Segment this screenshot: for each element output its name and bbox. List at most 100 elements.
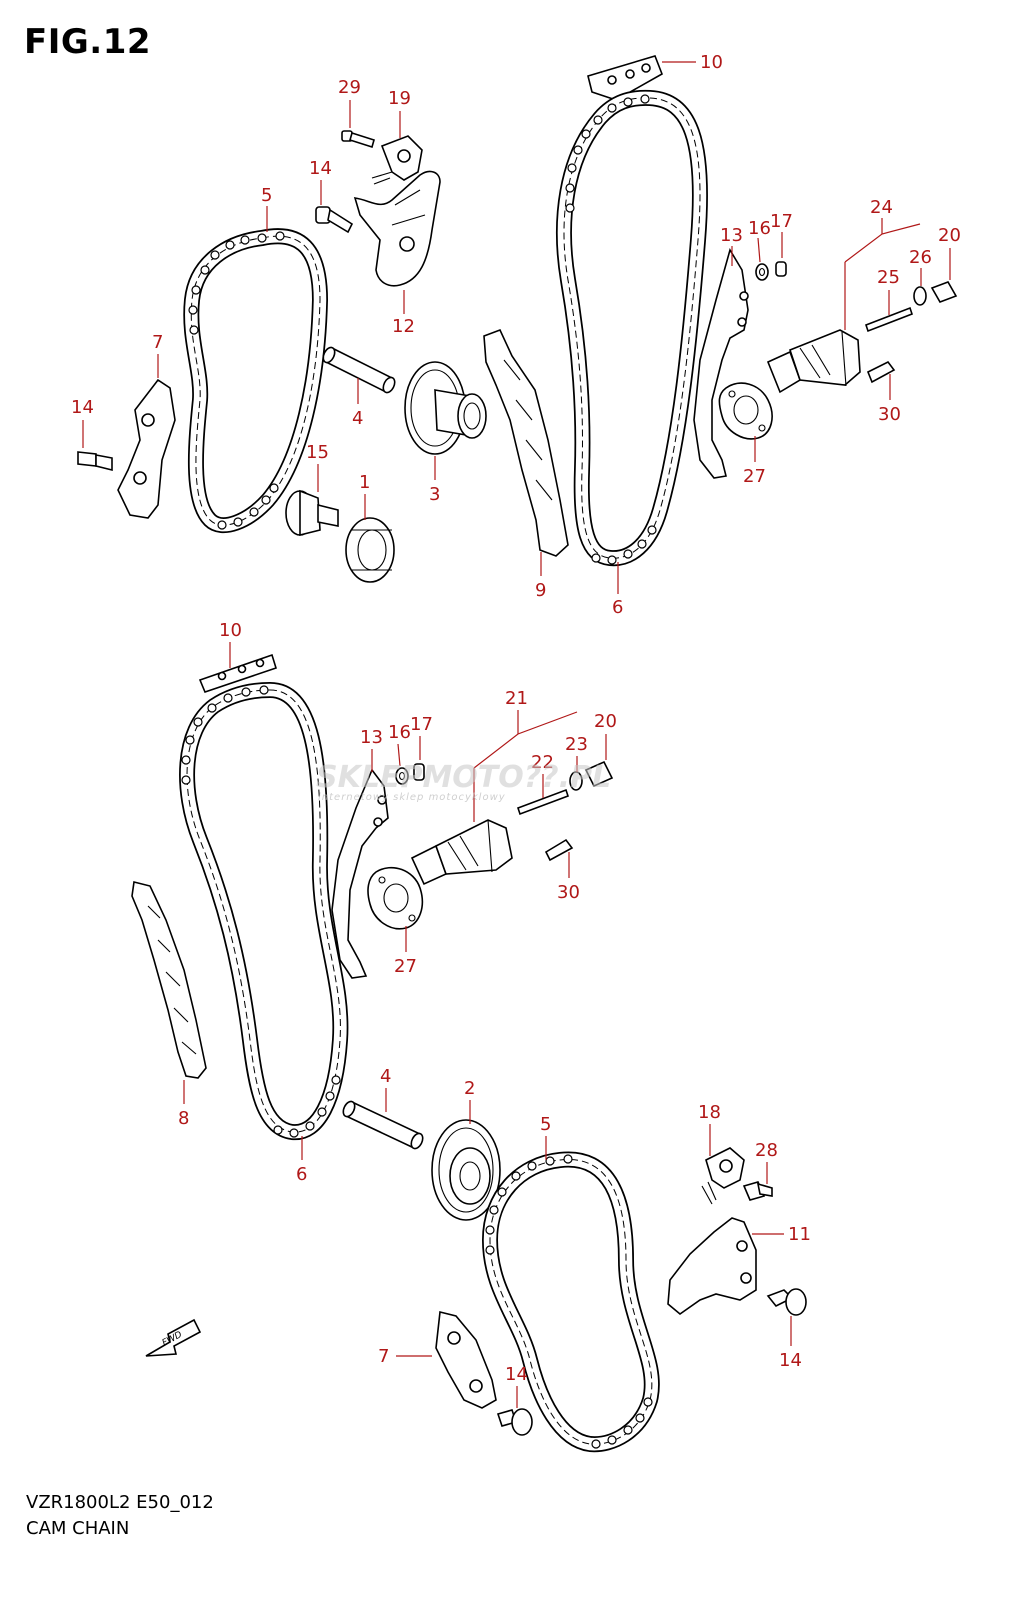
pin-4-lower-icon	[342, 1100, 424, 1150]
chain-tensioner-19-icon	[371, 135, 423, 185]
chain-guide-7-lower-icon	[435, 1311, 497, 1409]
callout-27-lower: 27	[394, 926, 417, 977]
chain-guide-10-lower-icon	[198, 653, 277, 693]
bolt-20-lower-icon	[584, 760, 614, 788]
chain-guide-9-icon	[483, 328, 569, 557]
callout-16-upper: 16	[748, 218, 771, 263]
bolt-14-left-icon	[77, 451, 113, 472]
callout-14-left: 14	[71, 397, 94, 448]
svg-text:13: 13	[720, 225, 743, 246]
svg-text:20: 20	[594, 711, 617, 732]
figure-title: FIG.12	[24, 22, 152, 62]
callout-30-upper: 30	[878, 374, 901, 425]
svg-text:10: 10	[700, 52, 723, 73]
cam-chain-5-upper	[183, 228, 328, 534]
svg-text:12: 12	[392, 316, 415, 337]
callout-25: 25	[877, 267, 900, 315]
chain-guide-8-icon	[131, 881, 207, 1079]
svg-text:24: 24	[870, 197, 893, 218]
svg-text:23: 23	[565, 734, 588, 755]
svg-text:16: 16	[748, 218, 771, 239]
svg-text:4: 4	[380, 1066, 391, 1087]
svg-text:16: 16	[388, 722, 411, 743]
callout-28: 28	[755, 1140, 778, 1184]
section-name: CAM CHAIN	[26, 1518, 130, 1539]
bolt-14-bottom-icon	[496, 1408, 533, 1436]
svg-text:7: 7	[378, 1346, 389, 1367]
svg-text:10: 10	[219, 620, 242, 641]
callout-14-bottom: 14	[505, 1364, 528, 1408]
spring-rod-25-icon	[864, 306, 914, 333]
chain-guide-12-icon	[353, 170, 441, 287]
cam-chain-tensioner-21-icon	[410, 819, 513, 886]
plug-17-lower-icon	[413, 763, 425, 781]
svg-text:17: 17	[770, 211, 793, 232]
bolt-14-upper-icon	[315, 206, 354, 234]
callout-12: 12	[392, 290, 415, 337]
bolt-29-icon	[341, 130, 375, 149]
spring-rod-22-icon	[516, 788, 570, 816]
cam-chain-tensioner-24-icon	[766, 329, 861, 394]
svg-text:11: 11	[788, 1224, 811, 1245]
callout-3: 3	[429, 456, 440, 505]
bolt-30-upper-icon	[866, 360, 896, 384]
callout-14-right: 14	[779, 1316, 802, 1371]
gasket-27-lower-icon	[367, 866, 424, 930]
callout-10-upper: 10	[662, 52, 723, 73]
figure-footer: VZR1800L2 E50_012 CAM CHAIN	[26, 1490, 214, 1542]
washer-26-icon	[913, 286, 927, 306]
washer-23-icon	[569, 771, 583, 791]
svg-text:22: 22	[531, 752, 554, 773]
svg-text:20: 20	[938, 225, 961, 246]
svg-text:27: 27	[743, 466, 766, 487]
callout-5-upper: 5	[261, 185, 272, 232]
model-code: VZR1800L2 E50_012	[26, 1492, 214, 1513]
bolt-28-icon	[742, 1181, 773, 1201]
svg-text:30: 30	[557, 882, 580, 903]
callout-13-lower: 13	[360, 727, 383, 772]
svg-text:5: 5	[261, 185, 272, 206]
callout-21: 21	[473, 688, 578, 822]
callout-20-upper: 20	[938, 225, 961, 280]
bolt-14-right-icon	[766, 1288, 807, 1316]
svg-text:9: 9	[535, 580, 546, 601]
callout-27-upper: 27	[743, 436, 766, 487]
washer-16-upper-icon	[755, 263, 769, 281]
callout-30-lower: 30	[557, 852, 580, 903]
callout-4-lower: 4	[380, 1066, 391, 1112]
callout-10-lower: 10	[219, 620, 242, 668]
fwd-arrow-icon: FWD	[145, 1318, 202, 1357]
svg-text:27: 27	[394, 956, 417, 977]
svg-text:7: 7	[152, 332, 163, 353]
callout-5-lower: 5	[540, 1114, 551, 1160]
callout-1: 1	[359, 472, 370, 520]
gasket-27-upper-icon	[718, 382, 773, 440]
callout-9: 9	[535, 552, 546, 601]
callout-24: 24	[844, 197, 921, 330]
tensioner-arm-13-upper-icon	[693, 247, 749, 479]
chain-guide-11-icon	[667, 1217, 757, 1316]
cam-chain-6-upper	[556, 89, 708, 567]
callout-7-lower: 7	[378, 1346, 432, 1367]
callout-26: 26	[909, 247, 932, 286]
chain-guide-7-upper-icon	[117, 378, 176, 519]
chain-guide-10-upper-icon	[587, 55, 663, 101]
svg-text:5: 5	[540, 1114, 551, 1135]
washer-16-lower-icon	[395, 767, 409, 785]
callout-17-upper: 17	[770, 211, 793, 258]
svg-text:19: 19	[388, 88, 411, 109]
svg-text:26: 26	[909, 247, 932, 268]
svg-text:29: 29	[338, 77, 361, 98]
watermark-tagline: internetowy sklep motocyklowy	[318, 792, 506, 803]
callout-15: 15	[306, 442, 329, 492]
bolt-30-lower-icon	[544, 838, 574, 862]
svg-text:14: 14	[309, 158, 332, 179]
callout-19: 19	[388, 88, 411, 138]
svg-text:28: 28	[755, 1140, 778, 1161]
callout-11: 11	[752, 1224, 811, 1245]
svg-text:21: 21	[505, 688, 528, 709]
cam-chain-6-lower	[179, 682, 349, 1141]
callout-23: 23	[565, 734, 588, 772]
callout-17-lower: 17	[410, 714, 433, 760]
callout-8: 8	[178, 1080, 189, 1129]
